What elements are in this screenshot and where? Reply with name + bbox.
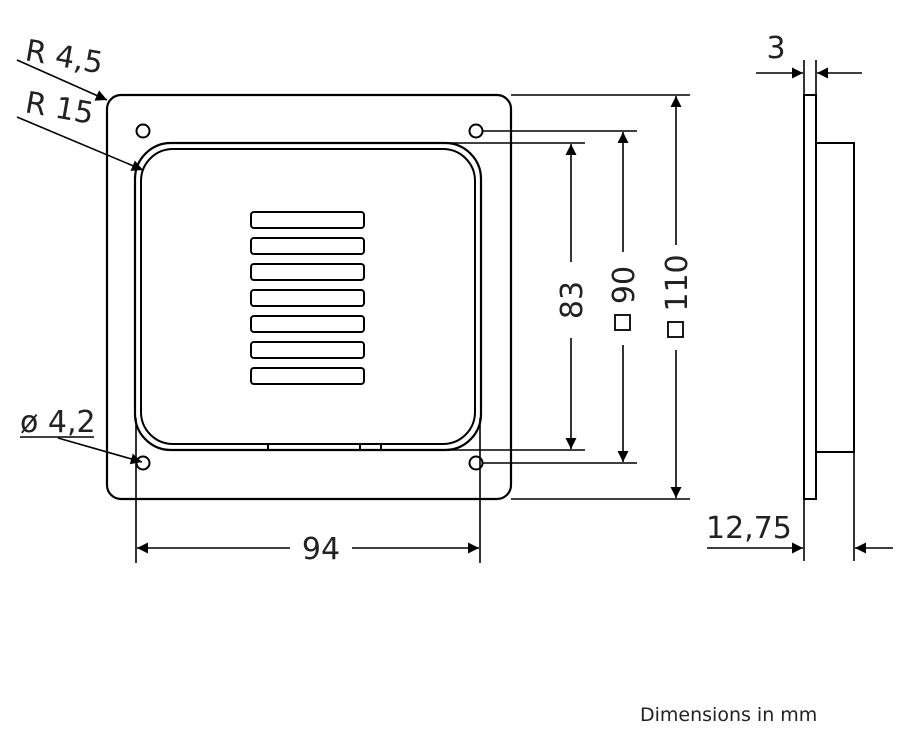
dim-vertical	[447, 94, 690, 500]
label-110: 110	[660, 254, 695, 311]
leader-r15	[16, 116, 144, 171]
vent-slot	[250, 341, 365, 359]
vent-slot	[250, 237, 365, 255]
mounting-hole	[135, 455, 151, 471]
side-view	[803, 94, 855, 500]
mounting-plate-outline	[105, 93, 513, 501]
footer-note: Dimensions in mm	[640, 704, 817, 726]
dim-94	[135, 418, 481, 563]
leader-lines	[16, 59, 144, 465]
faceplate-outer	[133, 141, 483, 452]
vent-slot	[250, 367, 365, 385]
faceplate-bottom-tab	[267, 444, 361, 451]
square-symbol-90	[614, 314, 631, 331]
vent-slots	[250, 211, 365, 385]
label-1275: 12,75	[706, 511, 792, 546]
label-hole-diameter: ø 4,2	[20, 405, 96, 440]
square-symbol-110	[667, 321, 684, 338]
mounting-hole	[468, 123, 484, 139]
vent-slot	[250, 211, 365, 229]
mounting-holes	[135, 123, 484, 471]
leader-hole	[57, 437, 143, 465]
side-body	[816, 142, 855, 453]
label-94: 94	[302, 532, 340, 567]
label-83: 83	[555, 281, 590, 319]
vent-slot	[250, 289, 365, 307]
faceplate-inner	[140, 148, 476, 445]
vent-slot	[250, 315, 365, 333]
label-r45: R 4,5	[23, 33, 106, 81]
dim-side	[707, 60, 893, 561]
mounting-hole	[135, 123, 151, 139]
square-symbols	[614, 314, 684, 338]
leader-r45	[16, 59, 108, 101]
side-plate	[803, 94, 817, 500]
label-90: 90	[607, 266, 642, 304]
vent-slot	[250, 263, 365, 281]
front-view	[105, 93, 513, 501]
label-3: 3	[766, 31, 785, 66]
